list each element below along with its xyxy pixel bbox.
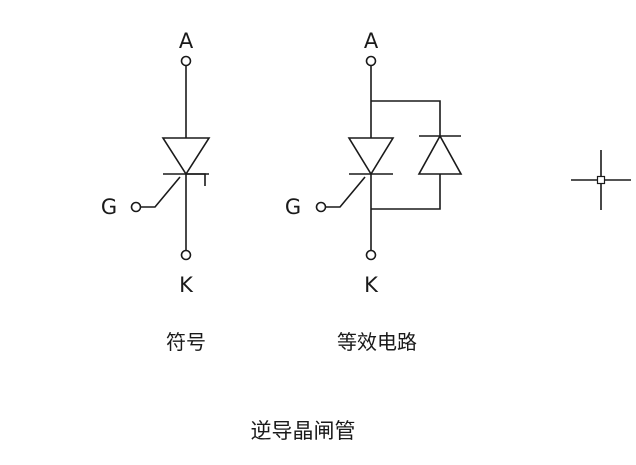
equiv-top-wire	[371, 100, 441, 138]
equiv-gate-terminal	[315, 201, 327, 213]
equiv-cathode-label: K	[364, 273, 379, 297]
rct-equivalent-circuit: A K G 等效电路	[285, 29, 463, 354]
equiv-cathode-terminal	[365, 249, 377, 261]
symbol-reverse-hook	[186, 173, 206, 186]
symbol-gate-label: G	[101, 195, 117, 219]
symbol-anode-terminal	[180, 55, 192, 67]
symbol-gate-terminal	[130, 201, 142, 213]
symbol-diode-triangle	[161, 137, 211, 176]
crosshair-cursor-icon	[571, 150, 631, 210]
equiv-diode-triangle	[417, 134, 463, 175]
equiv-anode-label: A	[364, 29, 379, 53]
equiv-bottom-wire	[371, 174, 441, 210]
symbol-gate-lead	[140, 176, 181, 208]
diagram-title: 逆导晶闸管	[251, 419, 356, 443]
equiv-gate-lead	[325, 176, 366, 208]
symbol-cathode-label: K	[179, 273, 194, 297]
rct-symbol: A K G 符号	[101, 29, 211, 354]
equiv-anode-terminal	[365, 55, 377, 67]
symbol-caption: 符号	[166, 330, 206, 354]
equiv-thyristor-triangle	[347, 137, 395, 176]
equiv-caption: 等效电路	[337, 330, 417, 354]
symbol-anode-label: A	[179, 29, 194, 53]
equiv-gate-label: G	[285, 195, 301, 219]
symbol-cathode-terminal	[180, 249, 192, 261]
